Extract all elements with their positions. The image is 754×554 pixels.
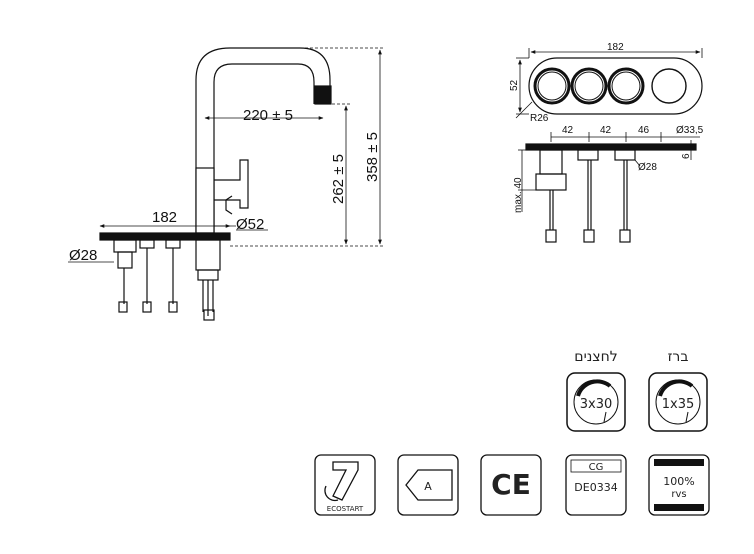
plate-top-dimensions (515, 48, 703, 119)
ce-mark-icon: CE (480, 454, 542, 516)
tap-rotation-value: 1x35 (662, 397, 695, 412)
ecostart-label: ECOSTART (327, 505, 364, 513)
spacing-3-label: 46 (638, 125, 650, 136)
material-code-label: rvs (671, 489, 686, 500)
plate-height-label: 52 (509, 79, 520, 91)
tap-heading: ברז (668, 349, 689, 365)
energy-class-label: A (424, 480, 432, 493)
hole-diameter-label: Ø28 (69, 247, 97, 264)
plate-top-view (528, 57, 703, 115)
faucet-side-view (99, 47, 332, 321)
cg-code-label: DE0334 (574, 481, 617, 494)
plate-width-label: 182 (607, 42, 624, 53)
ce-label: CE (491, 468, 531, 501)
cg-mark-icon: CG DE0334 (565, 454, 627, 516)
material-percent-label: 100% (663, 475, 694, 488)
buttons-rotation-value: 3x30 (580, 397, 613, 412)
max-depth-label: max. 40 (513, 177, 524, 213)
ecostart-icon: ECOSTART (314, 454, 376, 516)
spacing-2-label: 42 (600, 125, 612, 136)
plate-thickness-label: 6 (681, 153, 692, 159)
cg-mark-label: CG (589, 462, 604, 473)
knob-diameter-label: Ø33,5 (676, 125, 704, 136)
base-width-label: 182 (152, 209, 177, 226)
plate-radius-label: R26 (530, 113, 549, 124)
total-height-label: 358 ± 5 (364, 132, 381, 182)
side-hole-diameter-label: Ø28 (638, 162, 657, 173)
buttons-heading: לחצנים (574, 349, 617, 365)
faucet-dimensions (68, 47, 384, 263)
spout-height-label: 262 ± 5 (330, 154, 347, 204)
plate-side-dimensions (518, 132, 700, 212)
spacing-1-label: 42 (562, 125, 574, 136)
base-diameter-label: Ø52 (236, 216, 264, 233)
stainless-steel-icon: 100% rvs (648, 454, 710, 516)
tap-rotation-icon: 1x35 (648, 372, 708, 432)
plate-side-view (525, 143, 697, 243)
reach-label: 220 ± 5 (243, 107, 293, 124)
energy-class-icon: A (397, 454, 459, 516)
buttons-rotation-icon: 3x30 (566, 372, 626, 432)
